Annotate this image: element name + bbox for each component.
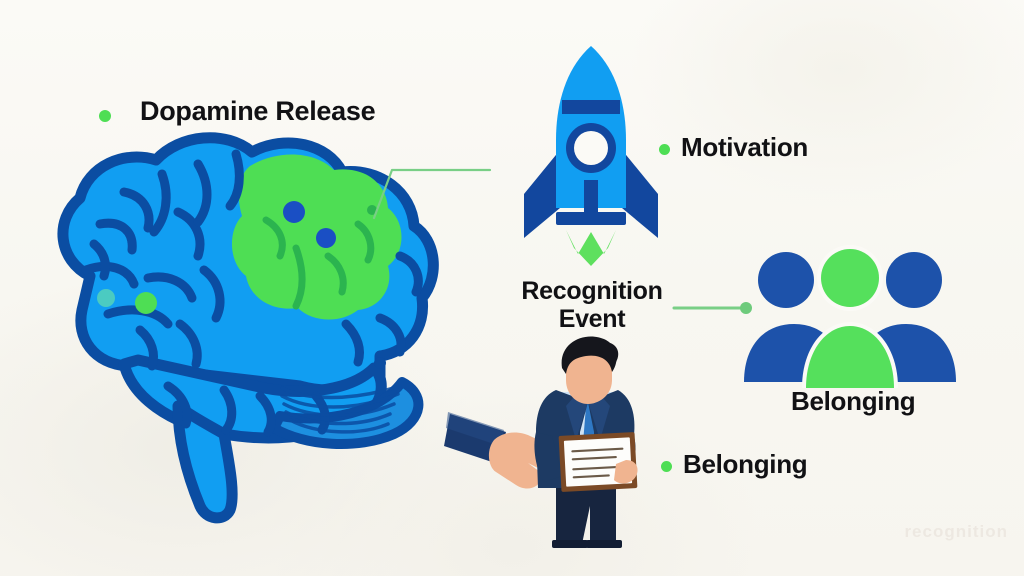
label-belonging-bottom: Belonging	[683, 449, 808, 479]
bullet-dopamine-release	[99, 110, 111, 122]
bullet-belonging-bottom	[661, 461, 672, 472]
handshake-award-illustration	[444, 336, 638, 548]
brain-activity-dot-small	[367, 205, 377, 215]
brain-dot-green	[135, 292, 157, 314]
brain-dot-teal	[97, 289, 115, 307]
label-recognition-event: Recognition Event	[512, 277, 672, 333]
label-dopamine-release: Dopamine Release	[140, 96, 376, 126]
brain-dot-navy	[374, 357, 386, 369]
connector-brain-to-dopamine	[372, 168, 492, 220]
rocket-illustration	[524, 46, 658, 266]
brain-activity-dot	[316, 228, 336, 248]
people-group-illustration	[744, 245, 956, 388]
brain-activity-dot	[283, 201, 305, 223]
label-motivation: Motivation	[681, 132, 808, 162]
connector-recognition-to-people	[672, 302, 752, 314]
businessman	[534, 336, 638, 548]
bullet-motivation	[659, 144, 670, 155]
connector-end-dot	[740, 302, 752, 314]
watermark: recognition	[904, 522, 1008, 541]
label-recognition-event-line2: Event	[558, 305, 626, 333]
label-belonging-right: Belonging	[791, 386, 916, 416]
label-recognition-event-line1: Recognition	[521, 277, 663, 305]
brain-illustration	[57, 132, 439, 524]
person-center	[802, 245, 898, 388]
